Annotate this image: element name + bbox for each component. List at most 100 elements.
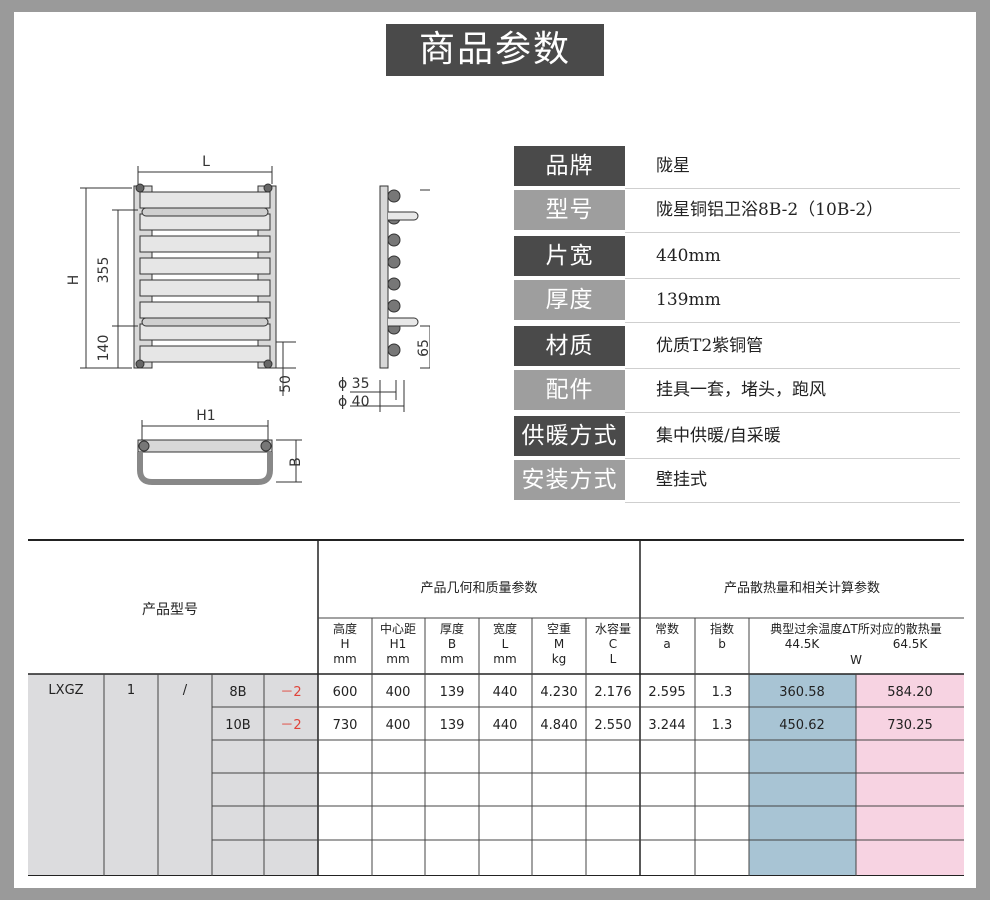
subheader-text: 水容量 [595, 621, 631, 636]
tube-end [387, 343, 401, 357]
model-suffix: －2 [280, 685, 301, 700]
subheader-text: M [554, 637, 564, 651]
dim-65-label: 65 [416, 339, 430, 357]
spec-label: 厚度 [514, 280, 625, 320]
spec-label: 品牌 [514, 146, 625, 186]
table-cell: 400 [386, 685, 411, 700]
radiator-tube [139, 279, 271, 297]
subheader-text: 中心距 [380, 621, 416, 636]
spec-divider [625, 278, 960, 279]
heat-65-background [856, 674, 964, 876]
spec-divider [625, 322, 960, 323]
subheader-text: 高度 [333, 621, 357, 636]
table-cell: 3.244 [648, 718, 685, 733]
page-title: 商品参数 [386, 24, 604, 76]
spec-divider [625, 502, 960, 503]
temp-65-label: 64.5K [893, 637, 929, 651]
subheader-text: H1 [390, 637, 407, 651]
subheader-text: C [609, 637, 617, 651]
table-cell: 4.230 [540, 685, 577, 700]
dissipation-header: 典型过余温度ΔT所对应的散热量 [770, 621, 942, 636]
spec-value: 139mm [656, 290, 721, 310]
geometry-header: 产品几何和质量参数 [420, 580, 537, 596]
spec-row: 品牌 陇星 [514, 146, 960, 189]
spec-row: 片宽 440mm [514, 236, 960, 279]
dim-h1-label: H1 [196, 408, 215, 424]
dim-h-label: H [66, 275, 82, 286]
table-cell: 440 [493, 685, 518, 700]
model-size: 8B [229, 685, 246, 700]
subheader-text: 常数 [655, 621, 679, 636]
side-view [350, 185, 430, 412]
spec-value: 陇星 [656, 156, 690, 176]
spec-value: 优质T2紫铜管 [656, 336, 764, 356]
radiator-tube [139, 301, 271, 319]
subheader-text: L [502, 637, 509, 651]
radiator-tube [139, 235, 271, 253]
model-cell-background [28, 674, 318, 876]
end-cap [263, 359, 273, 369]
table-cell: 2.595 [648, 685, 685, 700]
spec-row: 安装方式壁挂式 [514, 460, 960, 503]
tube-end [387, 189, 401, 203]
table-cell: 1.3 [712, 718, 733, 733]
tube-end [387, 255, 401, 269]
table-cell: 440 [493, 718, 518, 733]
top-view [137, 420, 302, 485]
subheader-text: b [718, 637, 726, 651]
spec-divider [625, 412, 960, 413]
spec-row: 供暖方式 集中供暖/自采暖 [514, 416, 960, 459]
tube-end [387, 277, 401, 291]
model-series: LXGZ [48, 683, 83, 698]
heat-45-cell: 450.62 [779, 718, 825, 733]
spec-value: 挂具一套，堵头，跑风 [656, 380, 826, 400]
table-cell: 400 [386, 718, 411, 733]
dim-140-label: 140 [96, 335, 112, 362]
radiator-tube [139, 191, 271, 209]
spec-divider [625, 188, 960, 189]
end-cap [135, 183, 145, 193]
table-cell: 4.840 [540, 718, 577, 733]
spec-label: 配件 [514, 370, 625, 410]
subheader-text: 厚度 [440, 621, 464, 636]
dim-50-label: 50 [278, 375, 294, 393]
dia-35-label: ϕ 35 [338, 376, 370, 392]
dim-l-label: L [202, 154, 210, 170]
heat-45-cell: 360.58 [779, 685, 825, 700]
spec-value: 壁挂式 [656, 470, 707, 490]
tube-end [387, 299, 401, 313]
spec-row: 厚度 139mm [514, 280, 960, 323]
towel-bar-upper [141, 207, 269, 217]
spec-label: 供暖方式 [514, 416, 625, 456]
subheader-text: mm [493, 652, 516, 666]
subheader-text: mm [386, 652, 409, 666]
table-cell: 139 [440, 718, 465, 733]
front-view [80, 166, 296, 396]
subheader-text: H [340, 637, 349, 651]
spec-value: 440mm [656, 246, 721, 266]
subheader-text: 宽度 [493, 621, 517, 636]
dim-355-label: 355 [96, 257, 112, 284]
table-cell: 600 [333, 685, 358, 700]
spec-divider [625, 368, 960, 369]
heat-65-cell: 584.20 [887, 685, 933, 700]
spec-label: 片宽 [514, 236, 625, 276]
spec-value: 陇星铜铝卫浴8B-2（10B-2） [656, 200, 884, 220]
table-cell: 730 [333, 718, 358, 733]
tube-end [387, 233, 401, 247]
subheader-text: B [448, 637, 456, 651]
subheader-text: mm [333, 652, 356, 666]
parameter-table: 产品型号产品几何和质量参数产品散热量和相关计算参数高度Hmm中心距H1mm厚度B… [28, 539, 964, 876]
model-suffix: －2 [280, 718, 301, 733]
model-header: 产品型号 [142, 602, 198, 618]
subheader-text: 指数 [710, 621, 734, 636]
end-cap [135, 359, 145, 369]
spec-row: 配件 挂具一套，堵头，跑风 [514, 370, 960, 413]
subheader-text: kg [552, 652, 567, 666]
spec-label: 型号 [514, 190, 625, 230]
model-number: 1 [127, 683, 135, 698]
spec-label: 材质 [514, 326, 625, 366]
spec-value: 集中供暖/自采暖 [656, 426, 781, 446]
heat-45-background [749, 674, 856, 876]
dia-40-label: ϕ 40 [338, 394, 370, 410]
